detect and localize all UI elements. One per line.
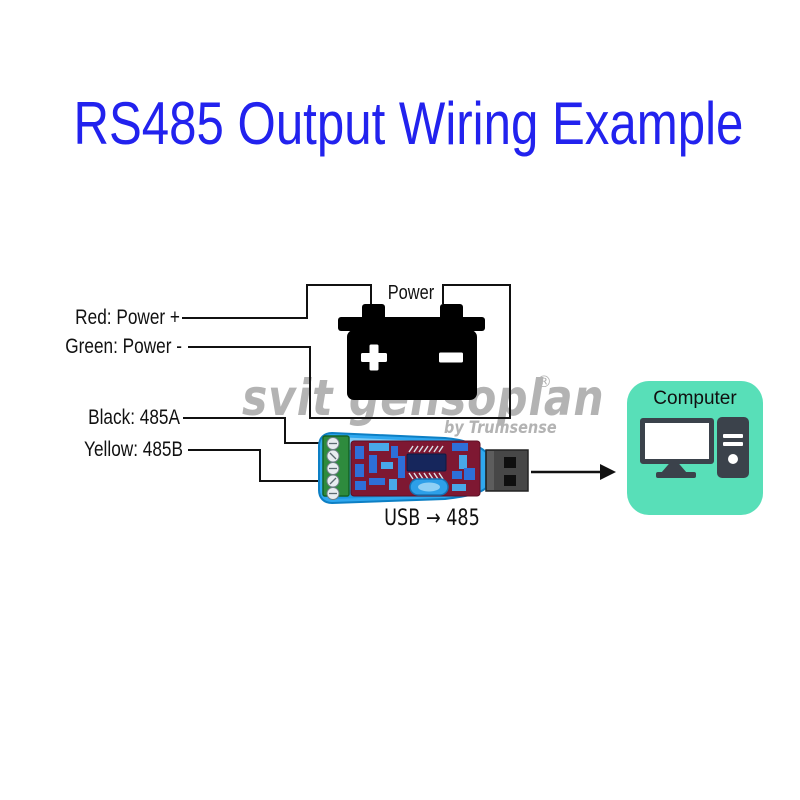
wire-green-power-minus: [188, 284, 511, 419]
monitor-stand-base: [656, 472, 696, 478]
computer-icon: Computer: [627, 381, 763, 515]
computer-label: Computer: [653, 388, 737, 409]
battery-power-label: Power: [387, 282, 435, 304]
wire-yellow-485b: [188, 449, 330, 482]
monitor-stand-neck: [661, 464, 687, 473]
battery-top-bar: [338, 317, 485, 331]
watermark-byline: by Trumsense: [444, 418, 557, 438]
terminal-screw-slots: [329, 442, 337, 495]
usb-plug-hole-top: [504, 457, 516, 468]
wire-black-485a: [183, 417, 331, 444]
tower-power-button-icon: [728, 454, 738, 464]
battery-body: [347, 330, 477, 400]
ic-chip: [406, 453, 447, 472]
page-title: RS485 Output Wiring Example: [73, 90, 744, 157]
battery-terminal-left: [362, 304, 385, 320]
wire-red-power-plus: [182, 284, 372, 319]
usb-to-computer-arrow: [531, 464, 616, 480]
usb-plug-shield-edge: [487, 451, 494, 490]
tower-icon: [717, 417, 749, 478]
usb-rs485-converter: [318, 432, 529, 504]
pcb-components: [355, 443, 475, 491]
tower-drive-slot-1: [723, 434, 743, 438]
usb-plug-hole-bottom: [504, 475, 516, 486]
wires: [182, 284, 511, 482]
tower-drive-slot-2: [723, 442, 743, 446]
battery-icon: [338, 304, 485, 400]
arrowhead-icon: [600, 464, 616, 480]
registered-trademark-icon: ®: [536, 372, 552, 391]
monitor-icon: [640, 418, 714, 464]
battery-minus-icon: [439, 352, 463, 363]
label-black-485a: Black: 485A: [88, 406, 180, 429]
battery-terminal-right: [440, 304, 463, 320]
label-red-power-plus: Red: Power +: [75, 306, 180, 329]
battery-plus-icon: [361, 344, 387, 371]
crystal-oscillator-face: [418, 482, 440, 492]
converter-caption: USB → 485: [384, 506, 480, 531]
label-green-power-minus: Green: Power -: [65, 335, 182, 358]
label-yellow-485b: Yellow: 485B: [84, 438, 183, 461]
usb-plug: [485, 449, 529, 492]
ic-pins: [408, 445, 444, 480]
